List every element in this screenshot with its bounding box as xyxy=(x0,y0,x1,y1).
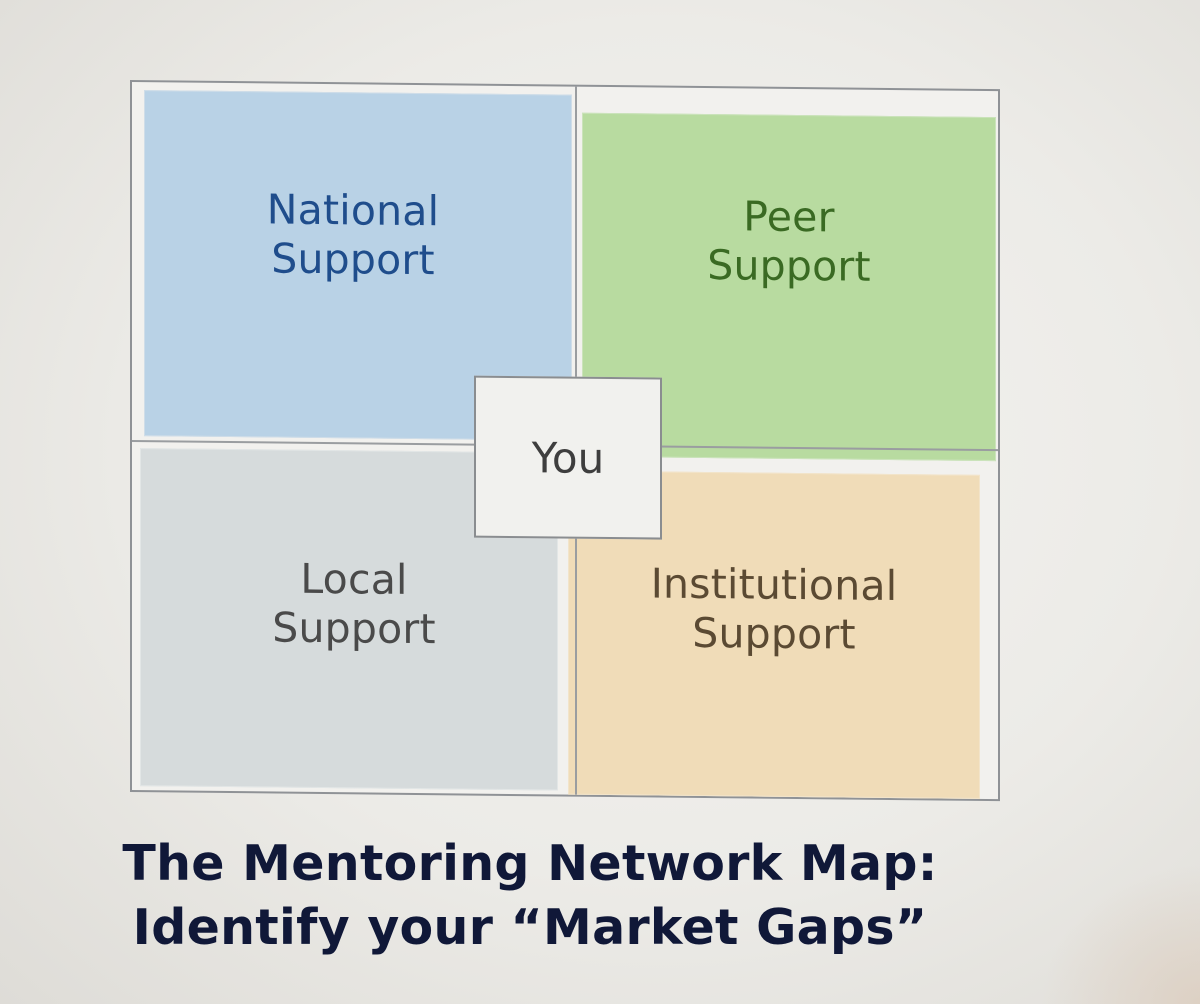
national-label-line2: Support xyxy=(271,234,435,285)
local-label-line1: Local xyxy=(300,554,408,604)
photo-glare xyxy=(1040,864,1200,1004)
institutional-label-line1: Institutional xyxy=(650,559,898,610)
quadrant-national-label: National Support xyxy=(267,185,439,285)
quadrant-institutional-label: Institutional Support xyxy=(651,559,898,660)
national-label-line1: National xyxy=(266,185,440,236)
diagram-caption: The Mentoring Network Map: Identify your… xyxy=(0,832,1060,959)
caption-line2: Identify your “Market Gaps” xyxy=(132,898,928,956)
mentoring-network-map: National Support Peer Support Local Supp… xyxy=(130,80,1000,802)
local-label-line2: Support xyxy=(272,603,436,654)
peer-label-line1: Peer xyxy=(743,192,835,242)
peer-label-line2: Support xyxy=(707,241,871,291)
quadrant-peer-label: Peer Support xyxy=(707,192,870,292)
quadrant-local-label: Local Support xyxy=(272,554,435,654)
caption-line1: The Mentoring Network Map: xyxy=(122,835,938,892)
institutional-label-line2: Support xyxy=(692,608,856,659)
center-you-label: You xyxy=(531,432,605,483)
center-you-box: You xyxy=(474,375,662,540)
